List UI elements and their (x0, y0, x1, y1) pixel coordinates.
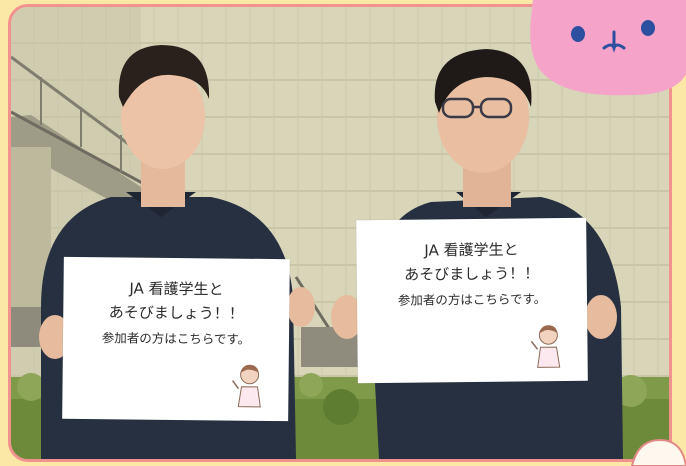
photo-frame: JA 看護学生と あそびましょう！！ 参加者の方はこちらです。 JA 看護学生と… (8, 4, 672, 462)
sign-right-line-3: 参加者の方はこちらです。 (397, 291, 547, 308)
nurse-illustration-icon (530, 325, 561, 368)
sign-right-line-2: あそびましょう！！ (404, 264, 540, 284)
sign-left-line-2: あそびましょう！！ (108, 303, 244, 323)
sign-right-line-1: JA 看護学生と (424, 240, 519, 260)
nurse-illustration-icon (231, 364, 261, 408)
sign-left-line-3: 参加者の方はこちらです。 (101, 330, 251, 347)
sign-right: JA 看護学生と あそびましょう！！ 参加者の方はこちらです。 (356, 217, 588, 384)
sign-left: JA 看護学生と あそびましょう！！ 参加者の方はこちらです。 (62, 256, 290, 422)
sign-left-line-1: JA 看護学生と (129, 279, 224, 299)
